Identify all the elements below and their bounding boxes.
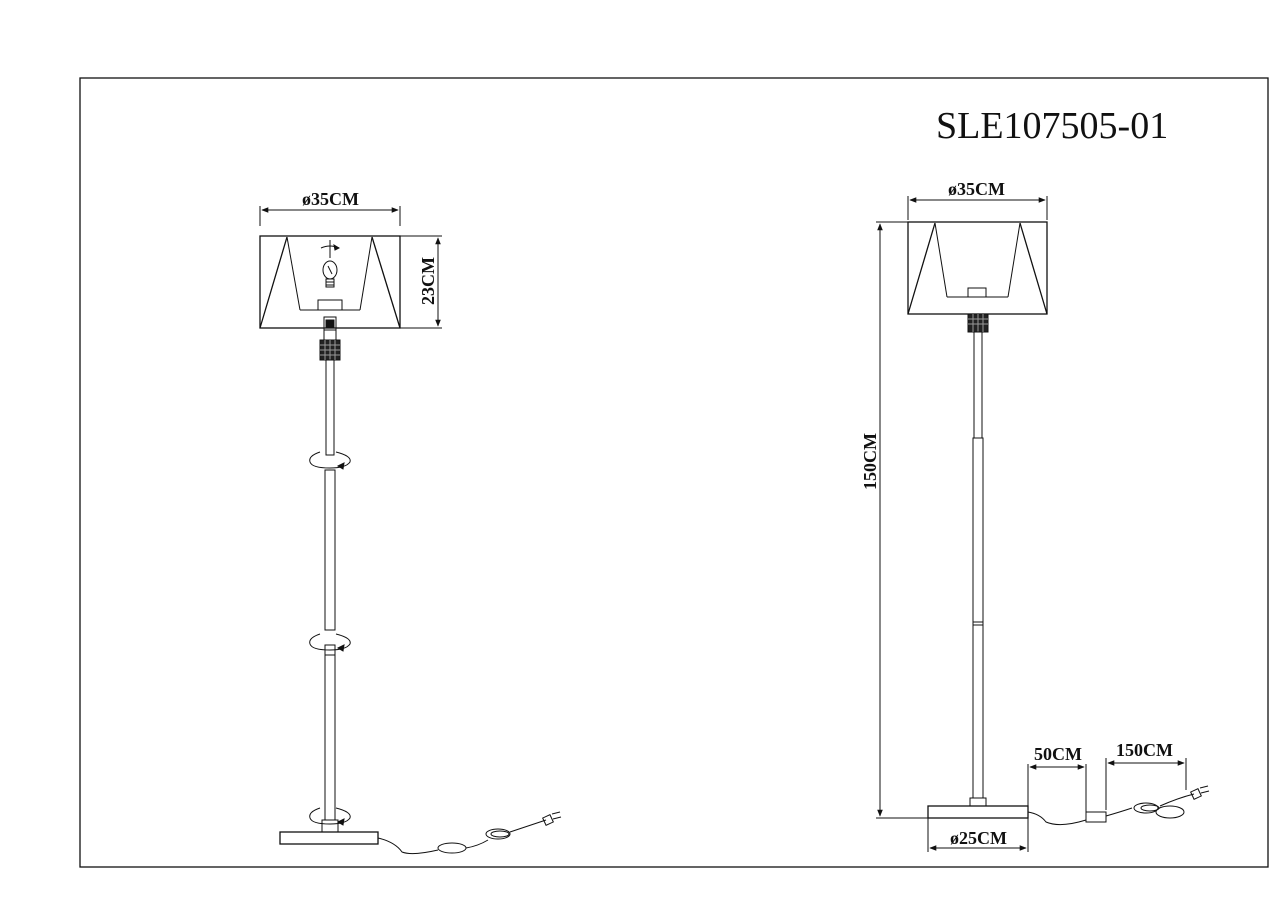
rotate-arrow-icon [320, 240, 341, 258]
left-shade-diameter-label: ø35CM [302, 189, 359, 209]
switch-to-plug-dimension: 150CM [1105, 740, 1187, 810]
left-socket [319, 316, 341, 361]
left-shade-diameter-dimension: ø35CM [259, 189, 401, 226]
right-lamp-base [927, 805, 1029, 819]
left-power-cord [377, 811, 562, 855]
right-pole [969, 331, 987, 807]
drawing-frame [79, 77, 1269, 868]
right-lamp-view: ø35CM [860, 179, 1210, 852]
right-lamp-shade [907, 221, 1048, 315]
right-shade-diameter-dimension: ø35CM [907, 179, 1048, 220]
twist-arrow-icon-middle [309, 633, 351, 652]
left-lamp-view: ø35CM [259, 189, 562, 855]
twist-arrow-icon-lower [309, 807, 351, 826]
base-diameter-label: ø25CM [950, 828, 1007, 848]
left-lamp-base [279, 831, 379, 845]
left-shade-height-dimension: 23CM [400, 235, 442, 329]
right-power-cord [1027, 785, 1210, 826]
right-socket [967, 313, 989, 333]
base-diameter-dimension: ø25CM [927, 818, 1029, 852]
left-pole [321, 359, 339, 833]
model-title: SLE107505-01 [936, 105, 1168, 147]
cord-to-switch-label: 50CM [1034, 744, 1082, 764]
right-shade-diameter-label: ø35CM [948, 179, 1005, 199]
switch-to-plug-label: 150CM [1116, 740, 1173, 760]
total-height-label: 150CM [860, 433, 880, 490]
light-bulb-icon [322, 260, 338, 288]
left-shade-height-label: 23CM [418, 257, 438, 305]
cord-to-switch-dimension: 50CM [1027, 744, 1087, 812]
twist-arrow-icon-upper [309, 451, 351, 470]
total-height-dimension: 150CM [860, 221, 928, 819]
